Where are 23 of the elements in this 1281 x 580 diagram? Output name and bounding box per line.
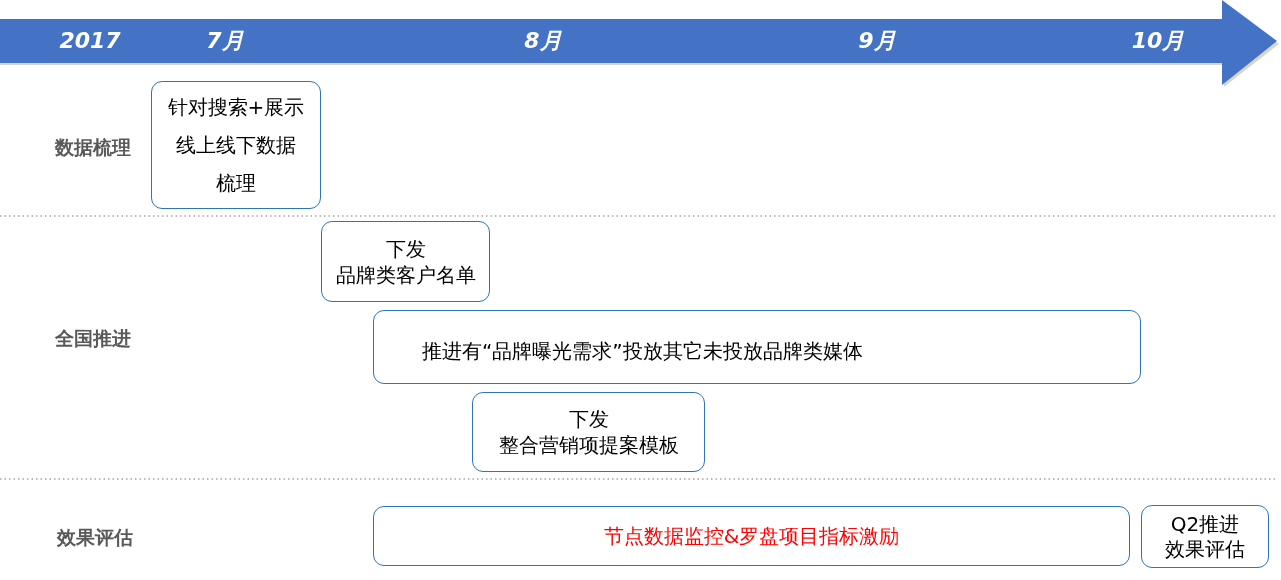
task-text: 品牌类客户名单 [335, 261, 476, 288]
year-label: 2017 [59, 27, 121, 55]
month-label: 9月 [858, 27, 896, 55]
task-text: 节点数据监控&罗盘项目指标激励 [603, 523, 900, 549]
task-text: Q2推进 [1170, 511, 1240, 537]
month-label: 7月 [206, 27, 244, 55]
task-text: 针对搜索+展示线上线下数据梳理 [167, 94, 305, 197]
task-text: 推进有“品牌曝光需求”投放其它未投放品牌类媒体 [422, 338, 863, 364]
task-box [321, 221, 490, 302]
month-label: 10月 [1131, 27, 1185, 55]
row-heading: 全国推进 [55, 326, 131, 350]
row-heading: 数据梳理 [55, 135, 131, 159]
row-heading: 效果评估 [57, 525, 133, 549]
task-box [373, 506, 1130, 566]
task-text: 整合营销项提案模板 [498, 432, 679, 458]
task-text: 下发 [568, 406, 609, 432]
task-box [151, 81, 321, 209]
task-box [472, 392, 705, 472]
task-box [373, 310, 1141, 384]
task-box [1141, 505, 1269, 568]
month-label: 8月 [524, 27, 562, 55]
task-text: 下发 [385, 235, 426, 262]
task-text: 效果评估 [1165, 536, 1245, 562]
